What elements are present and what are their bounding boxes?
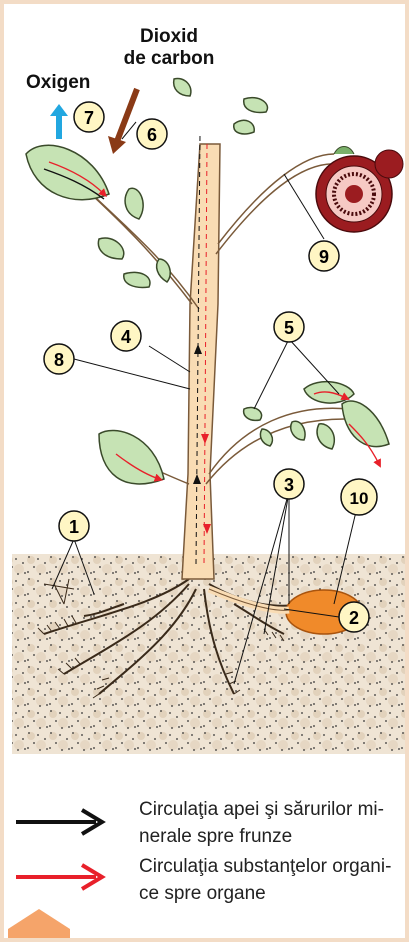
marker-9: 9 [309,241,339,271]
main-stem [182,144,220,579]
co2-label-line1: Dioxid [140,26,198,47]
tomato-fruit [316,147,403,233]
svg-text:6: 6 [147,125,157,145]
svg-text:8: 8 [54,350,64,370]
marker-1: 1 [59,511,89,541]
legend-arrow-organic [16,865,102,889]
svg-text:2: 2 [349,608,359,628]
svg-text:10: 10 [350,489,369,508]
marker-2: 2 [339,602,369,632]
svg-text:5: 5 [284,318,294,338]
corner-decoration [8,909,70,942]
co2-label-line2: de carbon [124,48,215,69]
svg-text:3: 3 [284,475,294,495]
marker-4: 4 [111,321,141,351]
marker-10: 10 [341,479,377,515]
marker-3: 3 [274,469,304,499]
marker-6: 6 [137,119,167,149]
svg-text:4: 4 [121,327,131,347]
legend-water-text: Circulaţia apei şi sărurilor mi- nerale … [139,796,399,850]
legend-organic-text: Circulaţia substanţelor organi- ce spre … [139,853,399,907]
co2-arrow [116,89,137,144]
svg-text:7: 7 [84,108,94,128]
leaf-top-left [26,145,109,199]
marker-5: 5 [274,312,304,342]
legend-arrow-water [16,810,102,834]
oxygen-label: Oxigen [26,72,90,93]
svg-text:9: 9 [319,247,329,267]
svg-text:1: 1 [69,517,79,537]
marker-8: 8 [44,344,74,374]
marker-7: 7 [74,102,104,132]
leaf-bottom-left [99,430,164,484]
